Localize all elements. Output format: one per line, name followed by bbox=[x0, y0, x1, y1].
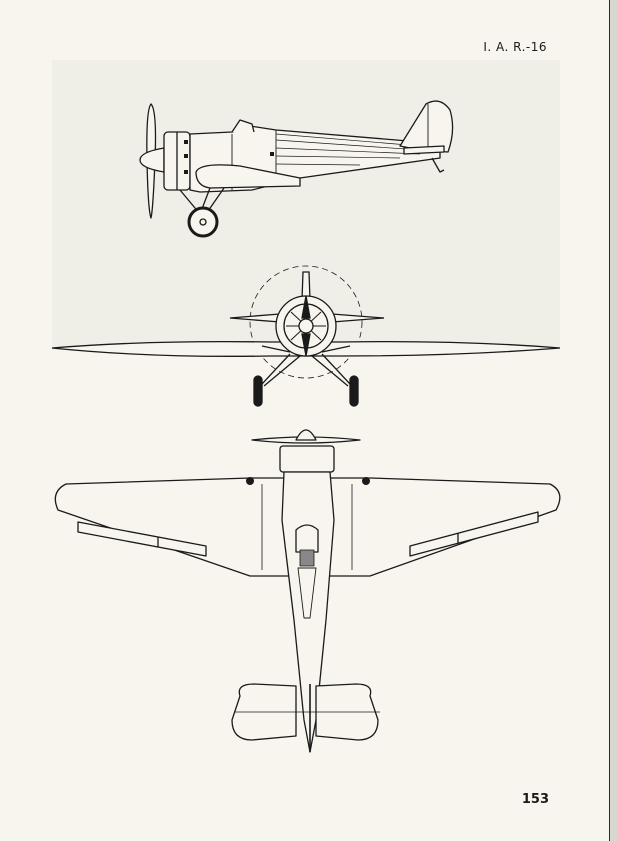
page-header-title: I. A. R.-16 bbox=[483, 40, 547, 54]
page-number: 153 bbox=[521, 792, 549, 807]
front-view-figure bbox=[51, 265, 561, 407]
top-view-figure bbox=[54, 429, 561, 753]
page-edge bbox=[609, 0, 617, 841]
side-view-figure bbox=[139, 100, 454, 238]
